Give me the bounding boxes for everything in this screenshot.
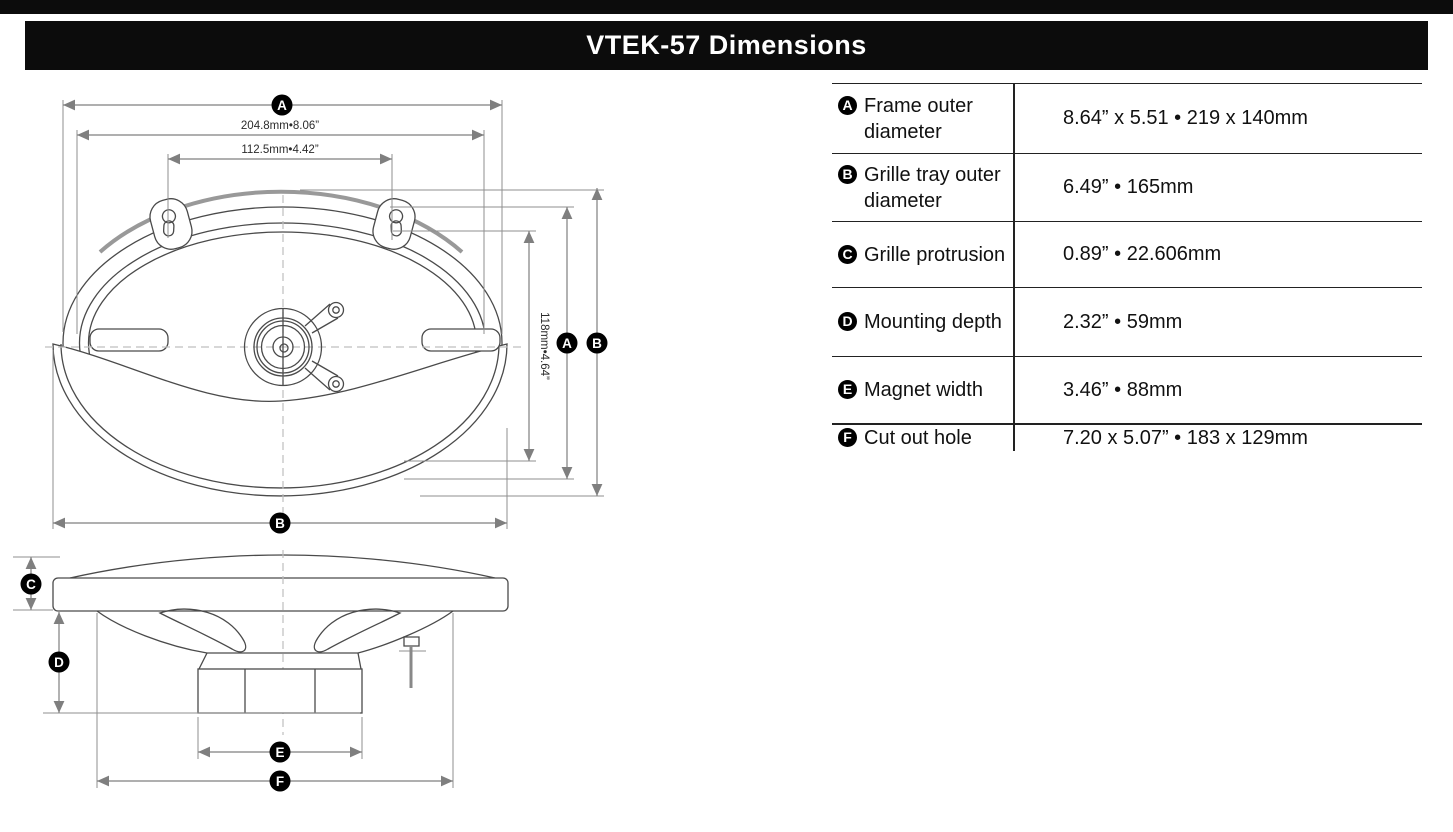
dimension-lines: 204.8mm•8.06” 112.5mm•4.42” 118mm•4.64” … <box>20 94 608 792</box>
row-letter-badge: D <box>838 312 857 331</box>
spec-label: Cut out hole <box>864 427 972 449</box>
dim-label-a-top-badge: A <box>271 94 293 116</box>
row-letter-badge: A <box>838 95 857 115</box>
row-letter-badge: C <box>838 244 857 264</box>
spec-label-cell: F Cut out hole <box>832 425 1013 451</box>
terminal-bracket <box>399 636 426 688</box>
spec-value: 2.32” • 59mm <box>1063 310 1183 333</box>
row-letter-badge: F <box>838 428 857 447</box>
grille-tray-inner-rim <box>60 343 500 489</box>
dim-label-b-right-badge: B <box>586 332 608 354</box>
spec-value: 6.49” • 165mm <box>1063 176 1194 198</box>
row-letter-badge: E <box>838 380 857 399</box>
svg-text:B: B <box>275 516 285 531</box>
center-cap <box>243 307 323 387</box>
title-bar: VTEK-57 Dimensions <box>25 21 1428 70</box>
speaker-front-view <box>45 189 522 532</box>
dim-label-c-badge: C <box>20 573 42 595</box>
top-border-strip <box>0 0 1453 14</box>
svg-text:F: F <box>276 774 284 789</box>
table-row: F Cut out hole 7.20 x 5.07” • 183 x 129m… <box>832 424 1422 451</box>
svg-text:D: D <box>54 655 64 670</box>
terminal-lug-lower <box>304 360 345 393</box>
spec-value: 3.46” • 88mm <box>1063 378 1183 401</box>
spec-label: Magnet width <box>864 379 983 401</box>
basket-left-wall <box>96 610 208 654</box>
basket-window-left <box>158 608 247 653</box>
spec-value: 0.89” • 22.606mm <box>1063 243 1222 265</box>
svg-text:B: B <box>592 336 602 351</box>
basket-window-right <box>313 608 402 653</box>
table-row: D Mounting depth 2.32” • 59mm <box>832 287 1422 356</box>
spec-label-cell: E Magnet width <box>832 357 1013 423</box>
measurement-frame-width: 204.8mm•8.06” <box>241 120 319 132</box>
top-plate-right <box>357 652 362 670</box>
dimension-diagram: 204.8mm•8.06” 112.5mm•4.42” 118mm•4.64” … <box>13 94 608 792</box>
tray-ear-left <box>89 328 169 352</box>
svg-text:A: A <box>277 98 287 113</box>
table-row: E Magnet width 3.46” • 88mm <box>832 356 1422 424</box>
speaker-side-view <box>52 550 509 735</box>
spec-value: 8.64” x 5.51 • 219 x 140mm <box>1063 107 1308 129</box>
row-letter-badge: B <box>838 164 857 184</box>
page-title: VTEK-57 Dimensions <box>586 30 867 60</box>
spec-value: 7.20 x 5.07” • 183 x 129mm <box>1063 426 1308 449</box>
grille-tray-top-edge <box>98 189 464 254</box>
measurement-tab-span: 112.5mm•4.42” <box>241 144 318 156</box>
dim-label-d-badge: D <box>48 651 70 673</box>
table-row: C Grille protrusion 0.89” • 22.606mm <box>832 221 1422 287</box>
spec-label: Grille protrusion <box>864 243 1006 266</box>
flange-band <box>52 577 509 612</box>
svg-text:E: E <box>275 745 284 760</box>
extension-lines <box>13 100 604 788</box>
dim-label-b-bottom-badge: B <box>269 512 291 534</box>
dim-label-f-badge: F <box>269 770 291 792</box>
table-column-divider <box>1013 83 1015 451</box>
svg-text:A: A <box>562 336 572 351</box>
spec-label: Mounting depth <box>864 311 1002 333</box>
grille-tray-bowl <box>52 343 508 497</box>
tray-ear-right <box>421 328 501 352</box>
dim-label-e-badge: E <box>269 741 291 763</box>
dim-label-a-right-badge: A <box>556 332 578 354</box>
terminal-lug-upper <box>304 301 345 334</box>
spec-label-cell: C Grille protrusion <box>832 222 1013 287</box>
top-plate-left <box>198 652 208 670</box>
mounting-tab-right <box>372 198 416 250</box>
magnet <box>197 668 363 714</box>
spec-label-cell: D Mounting depth <box>832 288 1013 356</box>
measurement-inner-height: 118mm•4.64” <box>538 312 550 380</box>
svg-text:C: C <box>26 577 36 592</box>
basket-right-wall <box>357 610 454 654</box>
